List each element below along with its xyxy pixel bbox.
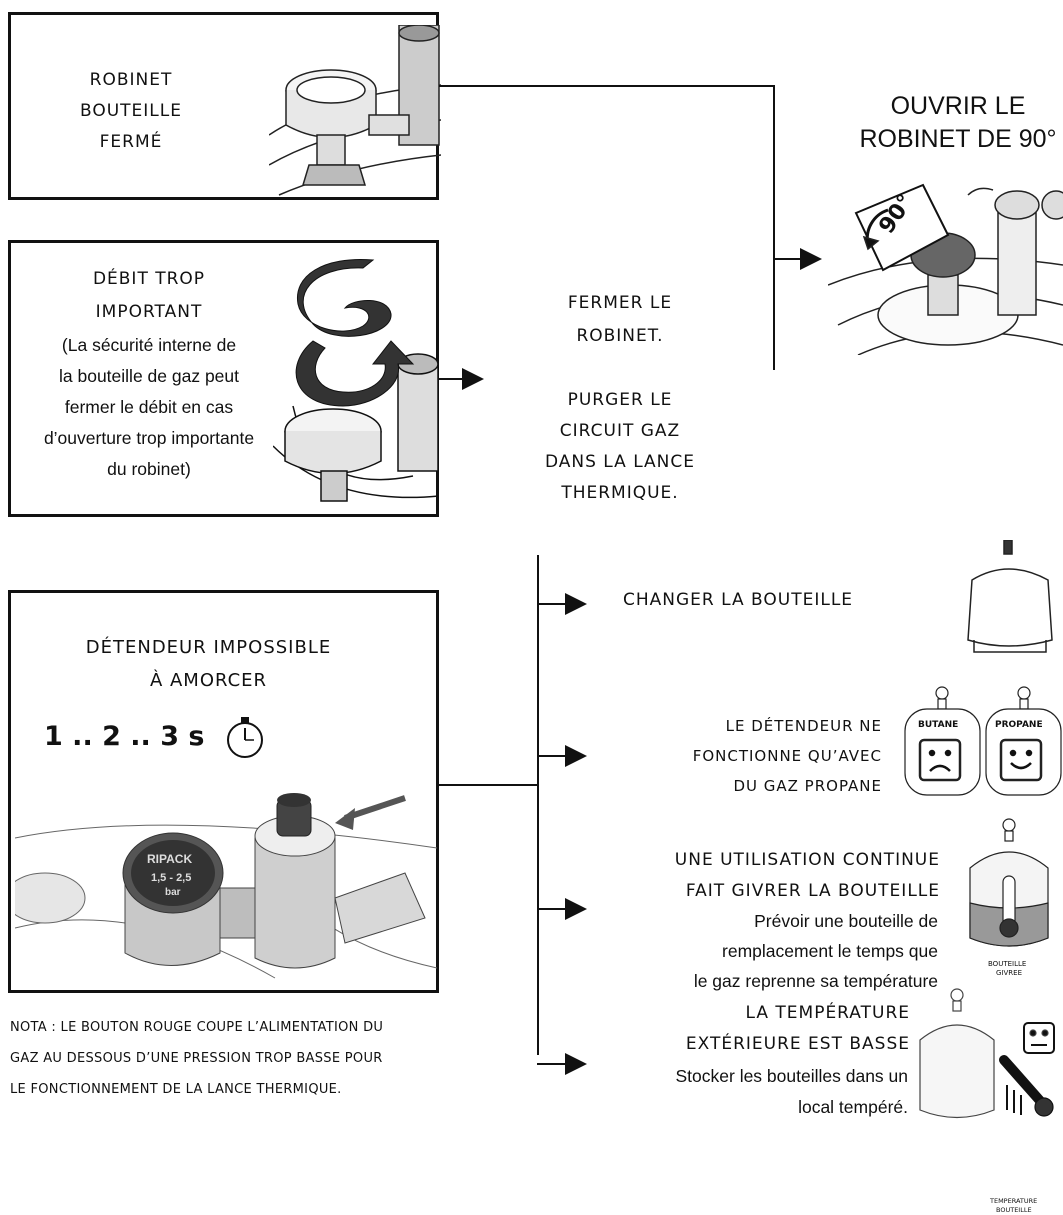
cause-change-bottle: CHANGER LA BOUTEILLE xyxy=(623,590,854,610)
closed-valve-label: ROBINET BOUTEILLE FERMÉ xyxy=(79,70,182,152)
valve-rotation-illustration: 90° xyxy=(828,183,1063,355)
cause-cold-title: LA TEMPÉRATURE EXTÉRIEURE EST BASSE xyxy=(685,1003,910,1054)
timer-label: 1 .. 2 .. 3 s xyxy=(44,721,205,752)
connector-flow-right xyxy=(439,378,464,380)
connector-cause-4 xyxy=(537,1063,567,1065)
gauge-label: 1,5 - 2,5 xyxy=(151,872,191,884)
gas-bottle-icon xyxy=(967,540,1053,653)
butane-label: BUTANE xyxy=(918,720,958,730)
butane-propane-icon: BUTANE PROPANE xyxy=(904,686,1062,796)
gauge-unit: bar xyxy=(165,887,181,898)
closed-valve-illustration xyxy=(269,25,441,196)
frost-caption-2: GIVREE xyxy=(996,969,1022,977)
arrow-cause-1 xyxy=(565,593,587,615)
cause-propane-only: LE DÉTENDEUR NE FONCTIONNE QU’AVEC DU GA… xyxy=(692,717,882,795)
brand-label: RIPACK xyxy=(147,852,192,866)
regulator-photo: RIPACK 1,5 - 2,5 bar xyxy=(15,793,437,979)
connector-cause-3 xyxy=(537,908,567,910)
connector-cause-2 xyxy=(537,755,567,757)
purge-circuit-instruction: PURGER LE CIRCUIT GAZ DANS LA LANCE THER… xyxy=(544,390,696,503)
cause-frost-title: UNE UTILISATION CONTINUE FAIT GIVRER LA … xyxy=(674,850,940,901)
regulator-box: DÉTENDEUR IMPOSSIBLE À AMORCER 1 .. 2 ..… xyxy=(8,590,439,993)
flow-too-high-note: (La sécurité interne de la bouteille de … xyxy=(43,335,255,479)
arrow-cause-3 xyxy=(565,898,587,920)
arrow-cause-4 xyxy=(565,1053,587,1075)
arrow-to-purge xyxy=(462,368,484,390)
frost-caption-1: BOUTEILLE xyxy=(988,960,1026,968)
frosted-bottle-icon: BOUTEILLE GIVREE xyxy=(969,818,1049,977)
connector-vertical-top xyxy=(773,85,775,370)
cause-cold-detail: Stocker les bouteilles dans un local tem… xyxy=(675,1066,909,1117)
connector-closed-right xyxy=(439,85,775,87)
cold-temperature-icon: TEMPERATURE BOUTEILLE xyxy=(919,988,1055,1214)
close-valve-instruction: FERMER LE ROBINET. xyxy=(567,293,673,346)
closed-valve-box: ROBINET BOUTEILLE FERMÉ xyxy=(8,12,441,200)
open-valve-label: OUVRIR LE ROBINET DE 90° xyxy=(859,92,1057,153)
connector-to-open xyxy=(773,258,803,260)
connector-regulator-right xyxy=(439,784,539,786)
flow-too-high-box: DÉBIT TROP IMPORTANT (La sécurité intern… xyxy=(8,240,439,517)
regulator-title: DÉTENDEUR IMPOSSIBLE À AMORCER xyxy=(85,637,332,691)
arrow-to-open xyxy=(800,248,822,270)
nota-text: NOTA : LE BOUTON ROUGE COUPE L’ALIMENTAT… xyxy=(10,1020,384,1097)
propane-label: PROPANE xyxy=(995,720,1043,730)
arrow-cause-2 xyxy=(565,745,587,767)
stopwatch-icon xyxy=(227,717,263,758)
spiral-valve-illustration xyxy=(273,258,439,502)
cause-frost-detail: Prévoir une bouteille de remplacement le… xyxy=(693,911,938,991)
temp-caption-2: BOUTEILLE xyxy=(996,1206,1032,1214)
connector-cause-1 xyxy=(537,603,567,605)
temp-caption-1: TEMPERATURE xyxy=(989,1197,1037,1205)
flow-too-high-title: DÉBIT TROP IMPORTANT xyxy=(92,269,206,322)
connector-vertical-causes xyxy=(537,555,539,1055)
